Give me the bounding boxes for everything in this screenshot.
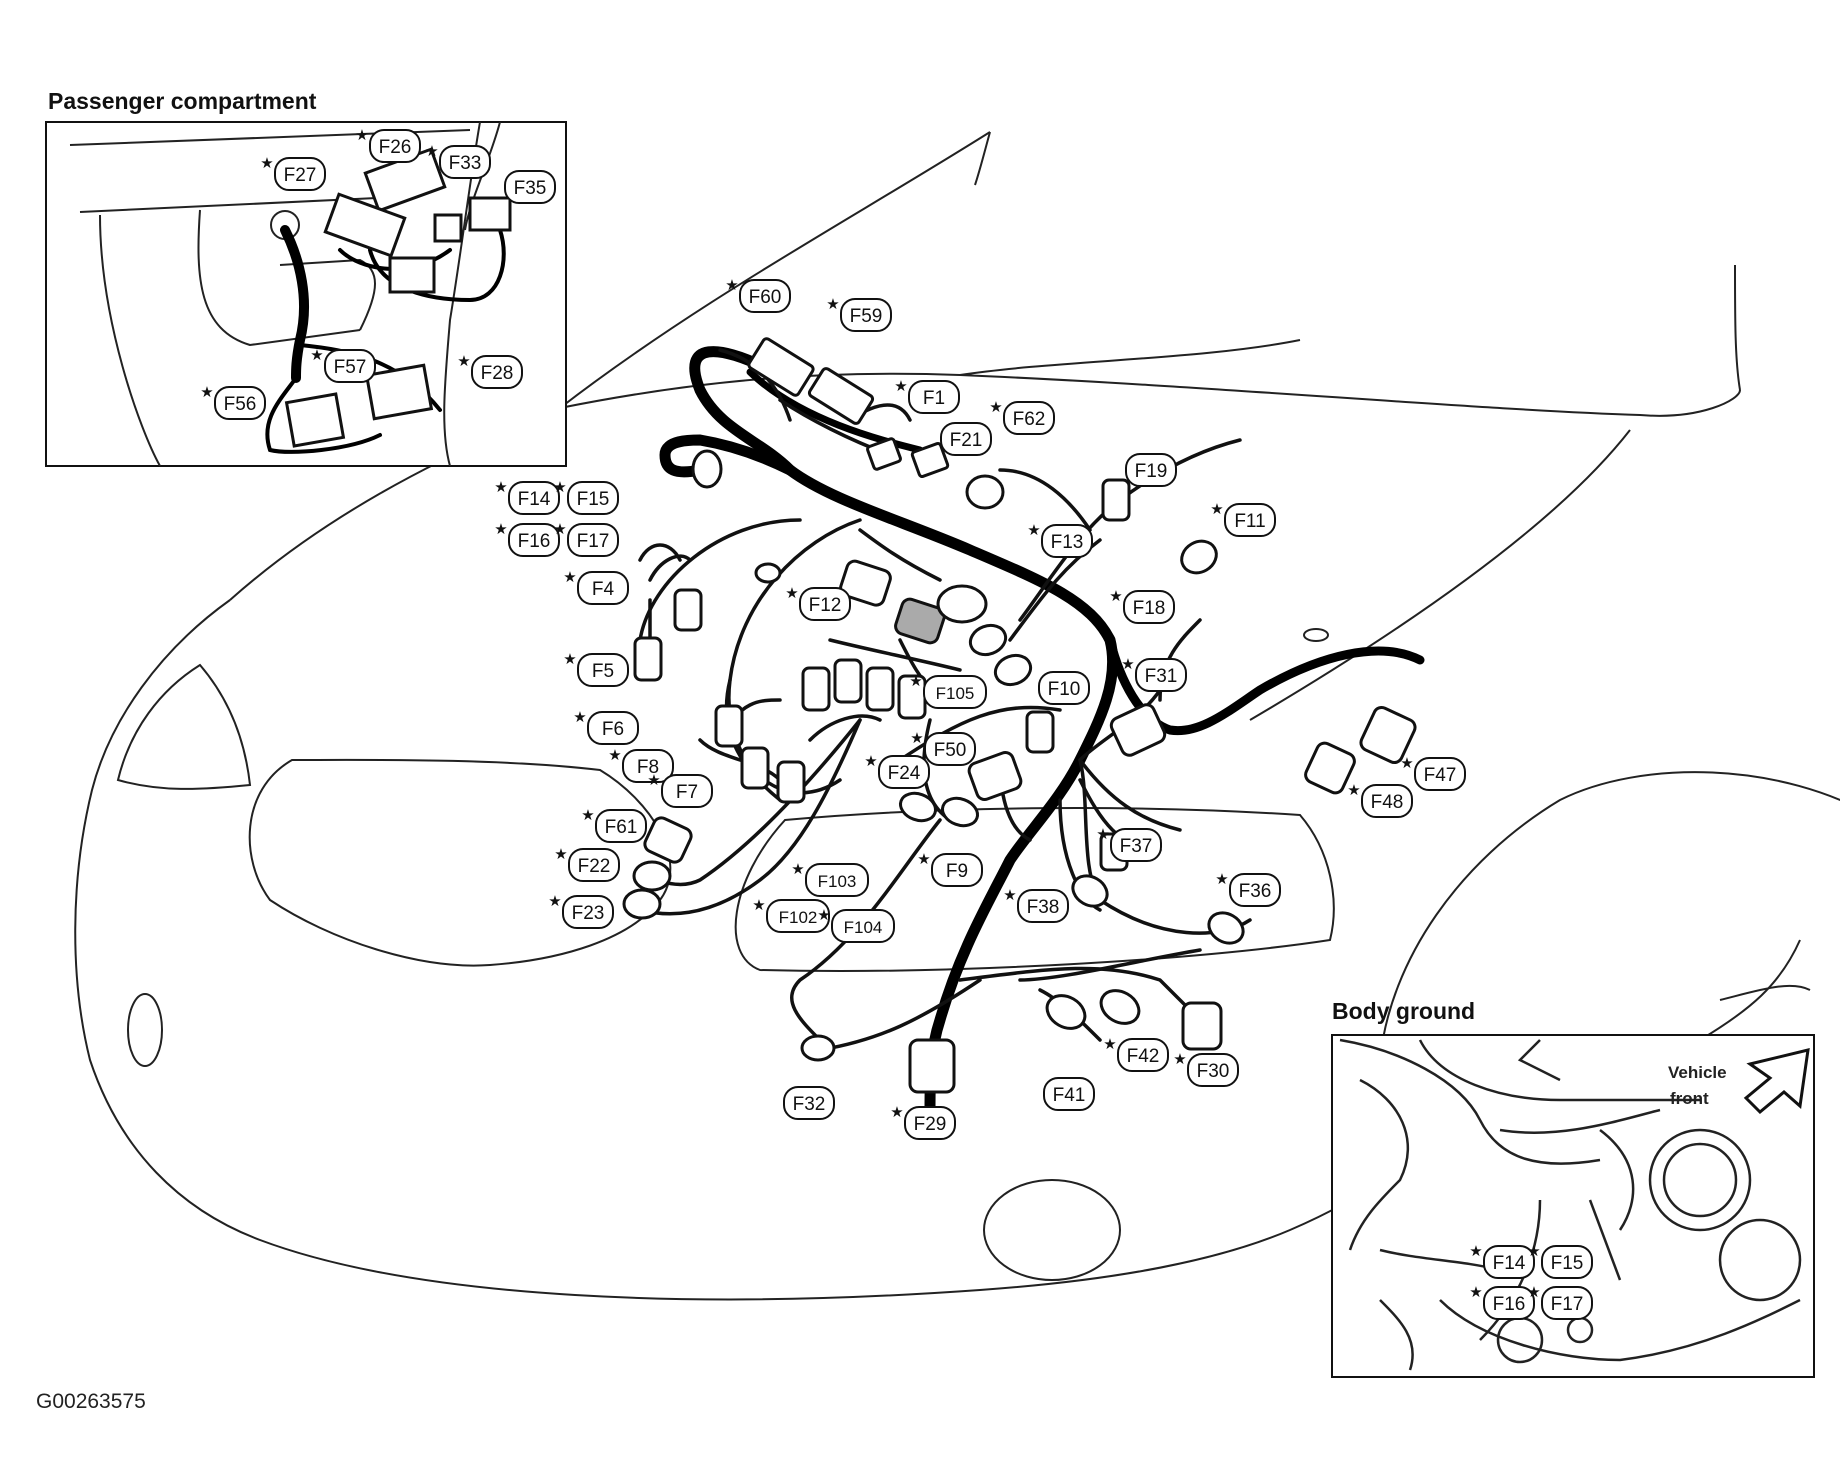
connector-f48 <box>1304 741 1356 795</box>
connector-f47 <box>1359 705 1417 765</box>
connector-f12b <box>894 597 946 645</box>
connector-f9-a <box>899 791 937 823</box>
connector-f105-d <box>897 674 927 720</box>
connector-f42 <box>1099 989 1141 1025</box>
connector-f12 <box>839 559 892 607</box>
connector-f61 <box>643 816 693 864</box>
connector-f5 <box>633 636 663 682</box>
connector-f4 <box>673 588 703 632</box>
connector-f36 <box>1207 911 1245 945</box>
connector-f22 <box>632 860 672 892</box>
connector-f7 <box>776 760 806 804</box>
figure-id: G00263575 <box>36 1390 146 1413</box>
connector-f18 <box>993 653 1033 687</box>
vehicle-front-arrow-icon <box>1743 1048 1810 1115</box>
connector-f31 <box>1109 703 1167 757</box>
passenger-compartment-inset <box>45 121 567 467</box>
connector-f62 <box>965 474 1005 510</box>
passenger-compartment-heading: Passenger compartment <box>48 88 317 114</box>
vehicle-front-line-2: front <box>1670 1089 1709 1108</box>
connector-f50 <box>967 751 1023 801</box>
car-body-outline <box>74 131 1840 1301</box>
main-harness-trunk <box>659 346 1425 1116</box>
connector-f6 <box>714 704 744 748</box>
connector-f11 <box>1180 539 1218 575</box>
connector-f38 <box>1071 874 1109 908</box>
connector-f105-b <box>833 658 863 704</box>
connector-f1 <box>866 437 902 471</box>
connector-f41 <box>1045 994 1087 1030</box>
connector-f37 <box>1099 832 1129 872</box>
connector-f60 <box>747 337 815 397</box>
body-ground-heading: Body ground <box>1332 998 1476 1024</box>
connector-f32 <box>800 1034 836 1062</box>
connector-f105-a <box>801 666 831 712</box>
connector-f14-ground-eyelet <box>754 562 782 584</box>
connector-f105-c <box>865 666 895 712</box>
connector-f59 <box>807 367 875 425</box>
connector-f30 <box>1181 1001 1223 1051</box>
connector-f23 <box>622 888 662 920</box>
vehicle-front-label: Vehicle front <box>1668 1060 1727 1112</box>
connector-f19 <box>1101 478 1131 522</box>
body-ground-inset <box>1331 1034 1815 1378</box>
vehicle-front-line-1: Vehicle <box>1668 1063 1727 1082</box>
connector-f8 <box>740 746 770 790</box>
connector-f10 <box>1025 710 1055 754</box>
connector-f13 <box>968 623 1008 657</box>
connector-f9-b <box>941 796 979 828</box>
connector-f29 <box>908 1038 956 1094</box>
main-connectors <box>622 337 1417 1094</box>
connector-oval <box>936 584 988 624</box>
connector-grommet <box>691 449 723 489</box>
